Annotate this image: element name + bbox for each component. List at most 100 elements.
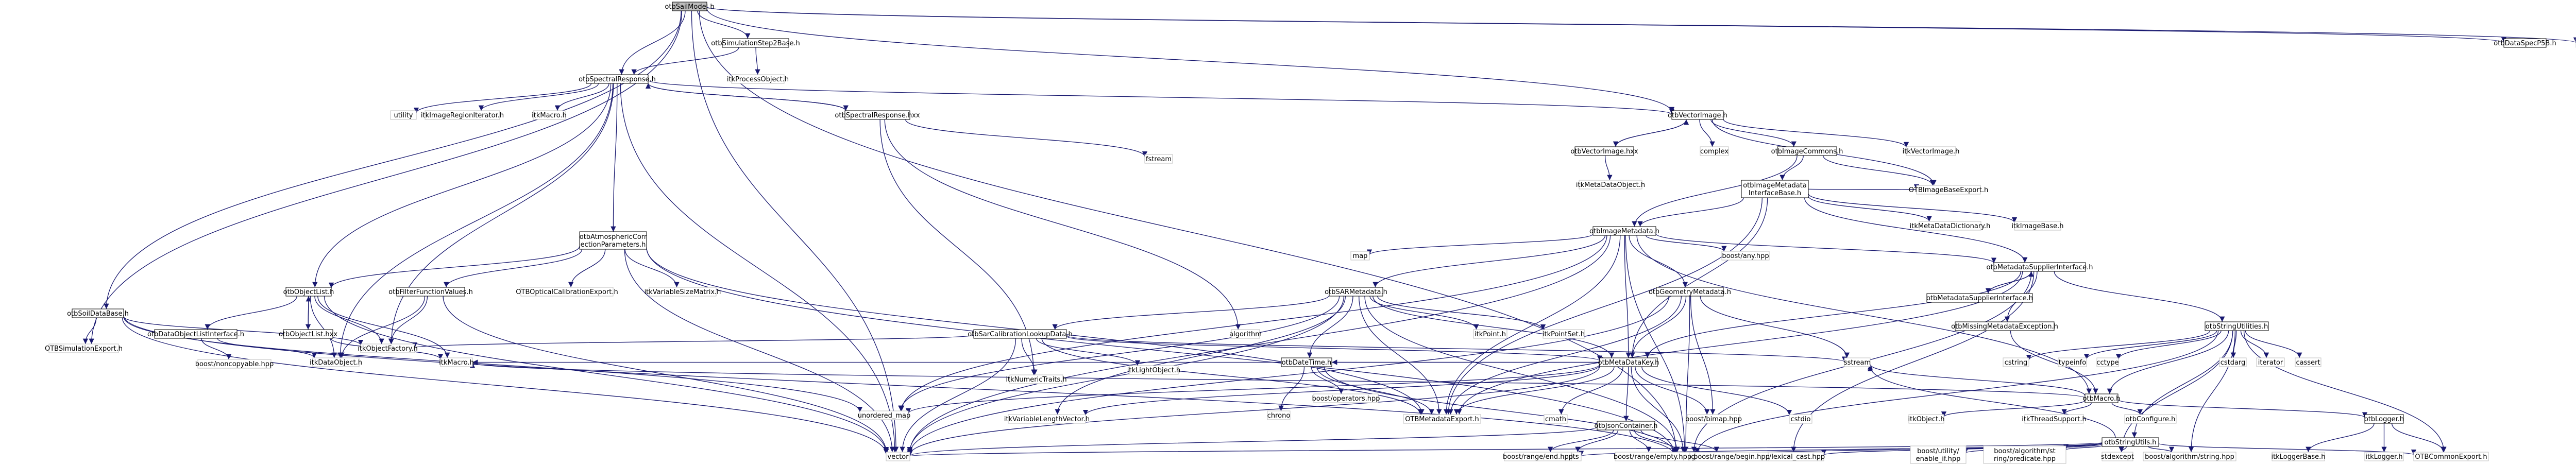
edge-imgmetadata-to-sarmetadata xyxy=(1372,235,1606,288)
node-geommetadata[interactable]: otbGeometryMetadata.h xyxy=(1649,287,1731,297)
edge-spectral-to-vector xyxy=(620,83,897,453)
node-box xyxy=(390,110,417,120)
node-utility: utility xyxy=(390,110,417,120)
node-box xyxy=(1504,452,1572,461)
node-box xyxy=(1908,414,1944,424)
node-otblogger[interactable]: otbLogger.h xyxy=(2364,414,2404,424)
node-simstep2[interactable]: otbSimulationStep2Base.h xyxy=(711,38,800,48)
dependency-nodes: otbSailModel.h otbSimulationStep2Base.h ot… xyxy=(45,2,2576,464)
node-stdexcept: stdexcept xyxy=(2101,452,2134,461)
node-label: otbStringUtils.h xyxy=(2104,439,2156,446)
node-iterator: iterator xyxy=(2256,357,2285,367)
node-simexport: OTBSimulationExport.h xyxy=(45,343,123,353)
node-soildb[interactable]: otbSoilDataBase.h xyxy=(67,308,129,318)
node-vecimage-hxx[interactable]: otbVectorImage.hxx xyxy=(1570,146,1638,156)
node-box xyxy=(2143,452,2236,461)
node-box xyxy=(2364,452,2404,461)
node-itkthreadsup: itkThreadSupport.h xyxy=(2022,414,2087,424)
node-box xyxy=(1350,251,1370,261)
node-vecimage-h[interactable]: otbVectorImage.h xyxy=(1668,110,1727,120)
node-box xyxy=(1983,445,2066,464)
node-label: complex xyxy=(1700,148,1728,156)
node-label: itkLoggerBase.h xyxy=(2271,453,2325,461)
node-mdsupintf2[interactable]: otbMetadataSupplierInterface.h xyxy=(1926,293,2033,303)
node-imgcommons[interactable]: otbImageCommons.h xyxy=(1771,146,1843,156)
node-label: boost/lexical_cast.hpp xyxy=(1751,453,1825,461)
node-box xyxy=(579,231,647,250)
edge-spectral_hxx-to-spectral xyxy=(645,83,846,111)
node-label: otbConfigure.h xyxy=(2126,416,2176,423)
node-label: otbDateTime.h xyxy=(1282,359,1332,367)
edge-geommetadata-to-otbmetadatakey xyxy=(1630,296,1687,358)
edge-jsoncontainer-to-string xyxy=(1634,429,1680,453)
edge-vecimage_h-to-complex xyxy=(1699,119,1715,147)
edge-stringutils2-to-stdexcept xyxy=(2119,446,2127,453)
edge-geommetadata-to-otbmdexport xyxy=(1448,296,1682,415)
node-dataspec[interactable]: otbDataSpecP5B.h xyxy=(2494,38,2556,48)
node-box xyxy=(2124,414,2177,424)
node-box xyxy=(2003,357,2029,367)
node-label: otbSarCalibrationLookupData.h xyxy=(968,331,1073,338)
node-label: boost/utility/enable_if.hpp xyxy=(1916,447,1961,463)
edge-jsoncontainer-to-boostrangeend xyxy=(1548,429,1614,453)
node-filterfunc[interactable]: otbFilterFunctionValues.h xyxy=(388,287,473,297)
node-label: OTBSimulationExport.h xyxy=(45,345,123,353)
node-itknumtraits: itkNumericTraits.h xyxy=(1006,374,1067,384)
node-spectral[interactable]: otbSpectralResponse.h xyxy=(579,74,656,84)
node-imgmetadata[interactable]: otbImageMetadata.h xyxy=(1589,226,1659,236)
node-label: boost/range/end.hpp xyxy=(1503,453,1573,461)
edge-sarmetadata-to-otbmetadatakey xyxy=(1372,296,1615,358)
node-stringutils-h[interactable]: otbStringUtilities.h xyxy=(2205,321,2269,331)
edge-soildb-to-string xyxy=(123,315,1677,456)
node-cmath: cmath xyxy=(1544,414,1568,424)
node-otbcommonexp: OTBCommonExport.h xyxy=(2413,452,2489,461)
node-jsoncontainer[interactable]: otbJsonContainer.h xyxy=(1595,421,1658,430)
node-typeinfo: typeinfo xyxy=(2058,357,2087,367)
node-otbmacro[interactable]: otbMacro.h xyxy=(2083,393,2121,403)
edge-objectlist-to-vector xyxy=(324,296,889,454)
edge-stringutils_h-to-otbmacro xyxy=(2107,330,2229,394)
edge-atmocorr-to-objectlist xyxy=(328,246,580,288)
edge-filterfunc-to-vector xyxy=(443,296,889,453)
node-objlist-hxx[interactable]: otbObjectList.hxx xyxy=(279,329,337,339)
node-missingmdexc[interactable]: otbMissingMetadataException.h xyxy=(1951,321,2058,331)
edge-otbmacro-to-itkmacro xyxy=(470,362,2086,399)
node-map: map xyxy=(1350,251,1370,261)
node-label: OTBMetadataExport.h xyxy=(1405,416,1479,423)
node-label: itkImageRegionIterator.h xyxy=(421,112,504,119)
node-cstdio: cstdio xyxy=(1789,414,1812,424)
edge-sail-to-simstep2 xyxy=(697,10,751,39)
node-box xyxy=(360,343,415,353)
edge-imgmetadata-to-vector xyxy=(907,235,1611,453)
node-objectlist[interactable]: otbObjectList.h xyxy=(283,287,334,297)
node-label: otbFilterFunctionValues.h xyxy=(388,288,473,296)
node-spectral-hxx[interactable]: otbSpectralResponse.hxx xyxy=(835,110,920,120)
node-sarmetadata[interactable]: otbSARMetadata.h xyxy=(1325,287,1387,297)
edge-sarcallut-to-otbmetadatakey xyxy=(1066,336,1602,361)
node-stringutils2[interactable]: otbStringUtils.h xyxy=(2102,437,2159,447)
edge-dataobjlistintf-to-noncopyable xyxy=(201,338,232,360)
node-label: otbMacro.h xyxy=(2083,395,2121,403)
node-itkobject: itkObject.h xyxy=(1908,414,1944,424)
node-label: boost/bimap.hpp xyxy=(1685,416,1742,423)
node-box xyxy=(1231,329,1260,339)
node-sstream: sstream xyxy=(1844,357,1871,367)
node-label: otbImageCommons.h xyxy=(1771,148,1843,156)
node-box xyxy=(520,287,614,297)
node-otbdatetime[interactable]: otbDateTime.h xyxy=(1281,357,1332,367)
dependency-edges xyxy=(82,6,2576,457)
edge-imgmdintf-to-imgmetadata xyxy=(1637,197,1744,227)
node-dataobjlistintf[interactable]: otbDataObjectListInterface.h xyxy=(147,329,244,339)
node-sarcallut[interactable]: otbSarCalibrationLookupData.h xyxy=(968,329,1073,339)
node-box xyxy=(1615,452,1690,461)
node-label: otbVectorImage.hxx xyxy=(1570,148,1638,156)
node-box xyxy=(2102,452,2133,461)
node-mdsupplier[interactable]: otbMetadataSupplierInterface.h xyxy=(1987,262,2093,272)
node-label: boost/operators.hpp xyxy=(1312,395,1380,403)
edge-jsoncontainer-to-vector xyxy=(907,426,1598,457)
edge-geommetadata-to-sstream xyxy=(1700,296,1850,358)
node-sail[interactable]: otbSailModel.h xyxy=(665,2,715,11)
node-otbmetadatakey[interactable]: otbMetaDataKey.h xyxy=(1598,357,1659,367)
